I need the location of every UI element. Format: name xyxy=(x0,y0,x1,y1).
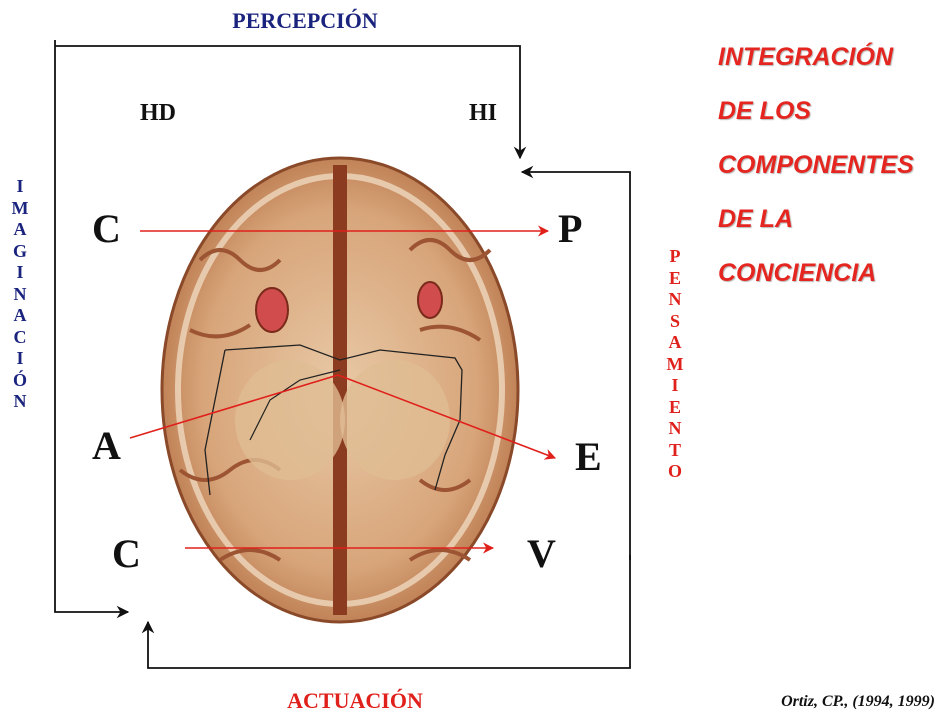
perception-path xyxy=(55,46,520,158)
letter-e: E xyxy=(575,433,602,480)
action-label: ACTUACIÓN xyxy=(250,688,460,714)
left-ventricle xyxy=(418,282,442,318)
citation: Ortiz, CP., (1994, 1999) xyxy=(700,693,935,711)
right-hemisphere-label: HD xyxy=(140,100,176,127)
imagination-label: I M A G I N A C I Ó N xyxy=(8,176,32,413)
title-block: INTEGRACIÓN DE LOS COMPONENTES DE LA CON… xyxy=(718,30,933,300)
title-line-4: DE LA xyxy=(718,192,933,246)
right-ventricle xyxy=(256,288,288,332)
brain-illustration xyxy=(162,158,518,622)
letter-v: V xyxy=(527,530,556,577)
title-line-2: DE LOS xyxy=(718,84,933,138)
title-line-3: COMPONENTES xyxy=(718,138,933,192)
letter-c-top: C xyxy=(92,205,121,252)
letter-a: A xyxy=(92,422,121,469)
thought-label: P E N S A M I E N T O xyxy=(663,246,687,483)
letter-p: P xyxy=(558,205,582,252)
left-hemisphere-label: HI xyxy=(469,100,497,127)
title-line-5: CONCIENCIA xyxy=(718,246,933,300)
title-line-1: INTEGRACIÓN xyxy=(718,30,933,84)
imagination-path xyxy=(55,40,128,612)
perception-label: PERCEPCIÓN xyxy=(200,8,410,34)
letter-c-bottom: C xyxy=(112,530,141,577)
